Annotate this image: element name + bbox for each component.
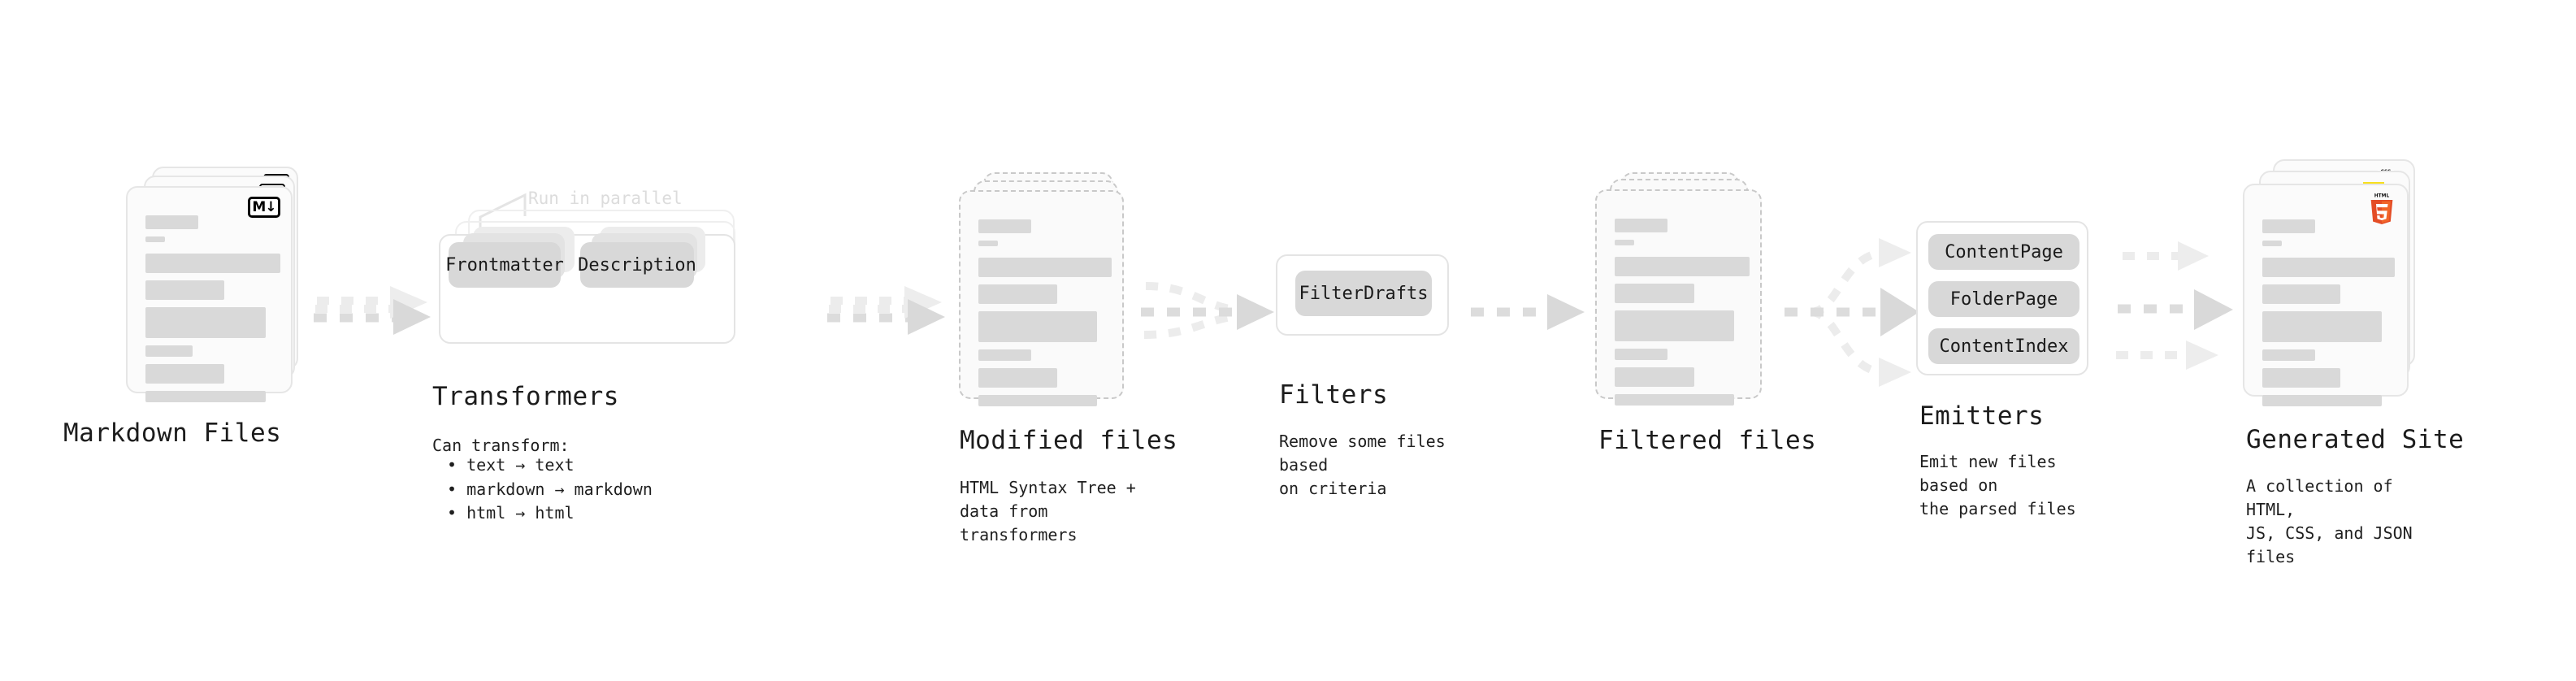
content-bar (145, 254, 280, 273)
stage-filtered-files: Filtered files (1595, 172, 1816, 455)
modified-card-content (978, 219, 1112, 414)
connector-modified-to-filters (1141, 282, 1274, 339)
bullet-icon: • (447, 455, 467, 475)
content-bar (2262, 349, 2315, 361)
modified-file-stack[interactable] (959, 172, 1146, 416)
emitter-pill-contentpage[interactable]: ContentPage (1928, 234, 2079, 270)
emitters-subtitle: Emit new files based on the parsed files (1919, 452, 2076, 518)
generated-card-content (2262, 219, 2395, 414)
modified-card-front[interactable] (959, 190, 1124, 406)
content-bar (978, 311, 1097, 342)
content-bar (2262, 258, 2395, 277)
content-bar (2262, 219, 2315, 233)
stage-filters: FilterDrafts Filters Remove some files b… (1276, 254, 1449, 498)
connector-transformers-to-modified (827, 286, 945, 335)
transformer-pill-frontmatter[interactable]: Frontmatter (445, 242, 564, 288)
transformer-pill-description[interactable]: Description (578, 242, 696, 288)
connector-filters-to-filtered (1471, 294, 1585, 330)
stage-title-generated-site: Generated Site (2246, 425, 2465, 454)
content-bar (978, 241, 998, 246)
connector-filtered-to-emitters (1785, 238, 1919, 387)
content-bar (145, 345, 193, 357)
content-bar (978, 368, 1057, 388)
filtered-file-stack[interactable] (1595, 172, 1782, 416)
stage-modified-files: Modified files HTML Syntax Tree + data f… (959, 172, 1177, 544)
stage-emitters: ContentPage FolderPage ContentIndex Emit… (1916, 221, 2088, 518)
stage-title-modified-files: Modified files (960, 426, 1178, 455)
content-bar (145, 215, 198, 229)
content-bar (1615, 394, 1734, 406)
filters-box[interactable]: FilterDrafts (1276, 254, 1449, 336)
generated-card-front-html[interactable]: HTML (2243, 184, 2409, 406)
stage-markdown-files: M↓ M↓ M↓ Markdown Files (63, 167, 313, 448)
content-bar (145, 280, 224, 300)
bullet-icon: • (447, 479, 467, 499)
stage-title-filtered-files: Filtered files (1598, 426, 1817, 455)
transformer-box-stack[interactable]: Frontmatter Description (439, 187, 829, 358)
content-bar (978, 219, 1031, 233)
content-bar (978, 395, 1097, 406)
bullet-icon: • (447, 503, 467, 523)
content-bar (2262, 311, 2382, 342)
connector-emitters-to-site (2116, 241, 2233, 370)
content-bar (1615, 240, 1634, 245)
content-bar (978, 258, 1112, 277)
emitter-pill-folderpage[interactable]: FolderPage (1928, 281, 2079, 317)
filtered-card-content (1615, 219, 1750, 413)
emitter-pill-contentindex[interactable]: ContentIndex (1928, 328, 2079, 364)
stage-generated-site: CSS HTML (2243, 159, 2464, 566)
content-bar (145, 307, 266, 338)
stage-title-emitters: Emitters (1919, 401, 2045, 431)
stage-title-transformers: Transformers (432, 382, 619, 411)
html5-badge-icon: HTML (2368, 192, 2396, 224)
content-bar (145, 364, 224, 384)
generated-site-stack[interactable]: CSS HTML (2243, 159, 2438, 411)
list-item: • html → html (447, 503, 575, 523)
stage-title-filters: Filters (1279, 380, 1389, 410)
content-bar (2262, 241, 2282, 246)
transformers-bullet-list: • text → text • markdown → markdown • ht… (447, 453, 653, 526)
content-bar (145, 236, 165, 242)
content-bar (1615, 284, 1694, 303)
content-bar (978, 349, 1031, 361)
emitters-box[interactable]: ContentPage FolderPage ContentIndex (1916, 221, 2088, 375)
run-in-parallel-annotation: Run in parallel (528, 189, 683, 208)
svg-text:HTML: HTML (2374, 194, 2390, 199)
content-bar (2262, 368, 2340, 388)
list-item: • text → text (447, 455, 575, 475)
markdown-file-stack[interactable]: M↓ M↓ M↓ (126, 167, 313, 410)
html5-shield-svg: HTML (2370, 194, 2393, 224)
transformers-subtitle: Can transform: (432, 436, 570, 455)
markdown-badge: M↓ (248, 197, 280, 218)
markdown-card-content (145, 215, 280, 410)
content-bar (145, 391, 266, 402)
list-item: • markdown → markdown (447, 479, 653, 499)
markdown-card-front[interactable]: M↓ (126, 186, 293, 402)
stage-title-markdown-files: Markdown Files (63, 419, 282, 448)
filter-pill-filterdrafts[interactable]: FilterDrafts (1295, 271, 1432, 316)
content-bar (2262, 395, 2382, 406)
transformer-box-front[interactable]: Frontmatter Description (439, 227, 735, 344)
content-bar (1615, 219, 1667, 232)
content-bar (1615, 310, 1734, 341)
content-bar (1615, 257, 1750, 276)
modified-files-subtitle: HTML Syntax Tree + data from transformer… (960, 478, 1136, 544)
generated-site-subtitle: A collection of HTML, JS, CSS, and JSON … (2246, 476, 2413, 566)
filtered-card-front[interactable] (1595, 189, 1762, 406)
content-bar (1615, 349, 1667, 360)
content-bar (978, 284, 1057, 304)
filters-subtitle: Remove some files based on criteria (1279, 432, 1446, 498)
content-bar (2262, 284, 2340, 304)
stage-transformers: Run in parallel Frontmatter Description … (432, 187, 829, 523)
connector-markdown-to-transformers (314, 286, 431, 335)
content-bar (1615, 367, 1694, 387)
